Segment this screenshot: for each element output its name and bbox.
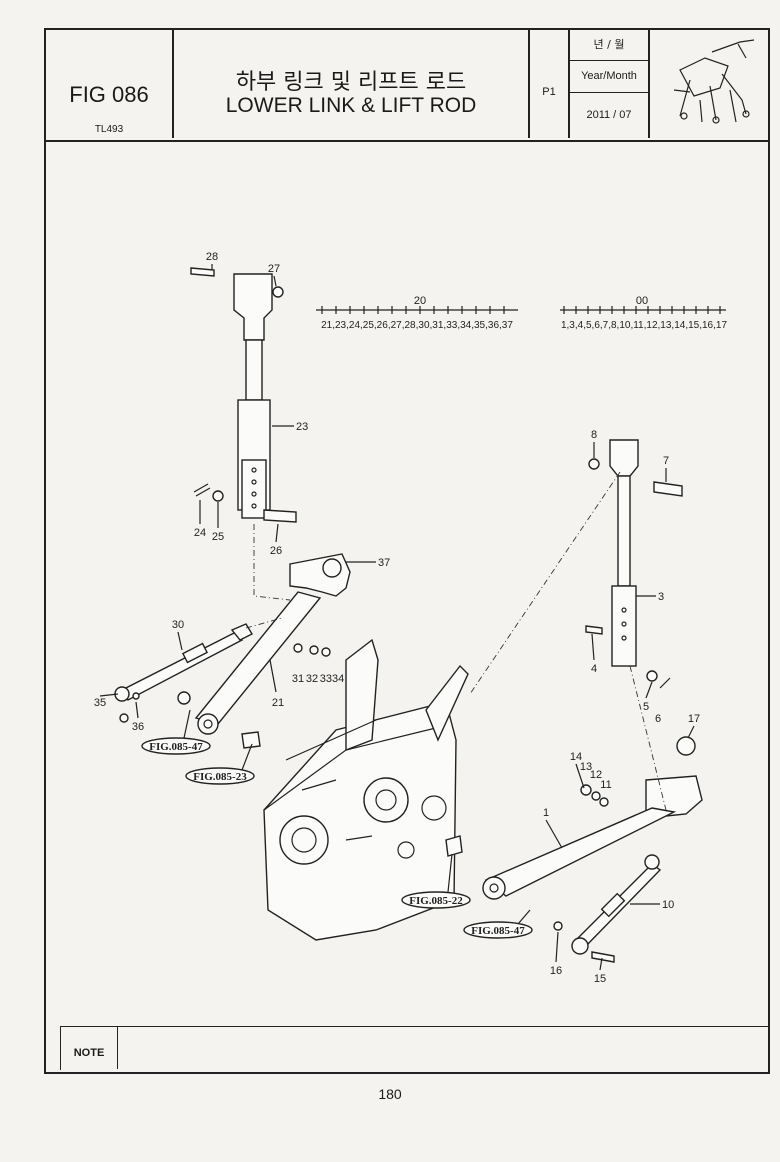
callout-23: 23 [296,421,308,433]
lift-rod-left [190,267,297,523]
figure-number: FIG 086 [69,82,149,107]
callout-7: 7 [663,455,669,467]
date-cell: 년 / 월 Year/Month 2011 / 07 [570,30,650,138]
page-code-cell: P1 [530,30,570,138]
group-members-20: 21,23,24,25,26,27,28,30,31,33,34,35,36,3… [321,320,513,331]
callout-28: 27 [268,263,280,275]
callout-32: 32 [306,673,318,685]
callout-24: 26 [270,545,282,557]
callout-3: 3 [658,591,664,603]
callout-27: 28 [206,251,218,263]
callout-14: 14 [570,751,582,763]
callout-21: 21 [272,697,284,709]
date-label-korean: 년 / 월 [570,30,648,61]
callout-leaders [99,264,695,971]
group-key-00: 00 [636,295,648,307]
callout-labels: 28 27 23 24 25 26 37 30 31 32 3334 21 35… [94,251,700,985]
callout-31: 31 [292,673,304,685]
fig-cell: FIG 086 TL493 [46,30,174,138]
group-ladder-20: 20 21,23,24,25,26,27,28,30,31,33,34,35,3… [316,295,518,331]
callout-1: 1 [543,807,549,819]
lift-rod-right [585,439,683,689]
fig-ref-085-47-left: FIG.085-47 [149,741,203,753]
callout-35: 35 [94,697,106,709]
fig-refs: FIG.085-47 FIG.085-23 FIG.085-22 FIG.085… [141,709,533,939]
model-code: TL493 [94,124,124,135]
title-korean: 하부 링크 및 리프트 로드 [235,70,467,95]
title-cell: 하부 링크 및 리프트 로드 LOWER LINK & LIFT ROD [174,30,530,138]
lower-link-right [482,775,703,900]
group-key-20: 20 [414,295,426,307]
fig-ref-085-22: FIG.085-22 [409,895,463,907]
callout-13: 13 [580,761,592,773]
callout-6: 6 [655,713,661,725]
check-chain-right [571,854,662,955]
callout-37: 37 [378,557,390,569]
drawing-frame: FIG 086 TL493 하부 링크 및 리프트 로드 LOWER LINK … [44,28,770,1074]
parts-diagram: 20 21,23,24,25,26,27,28,30,31,33,34,35,3… [46,140,768,1026]
assembly-lines [245,471,667,811]
date-value: 2011 / 07 [586,109,632,121]
title-english: LOWER LINK & LIFT ROD [225,94,477,117]
callout-11: 11 [600,779,611,791]
callout-3334: 3334 [320,673,344,685]
callout-10: 10 [662,899,674,911]
note-label: NOTE [61,1027,118,1069]
callout-17: 17 [688,713,700,725]
assembly-thumbnail-icon [673,39,755,124]
group-ladder-00: 00 1,3,4,5,6,7,8,10,11,12,13,14,15,16,17 [560,295,727,331]
thumbnail-cell [650,30,768,138]
callout-25: 25 [212,531,224,543]
callout-15: 15 [594,973,606,985]
transmission-housing [263,638,469,941]
page-number: 180 [378,1086,402,1102]
fig-ref-085-47-right: FIG.085-47 [471,925,525,937]
date-label-english: Year/Month [570,60,648,93]
note-box: NOTE [60,1026,770,1070]
callout-12: 12 [590,769,602,781]
title-block: FIG 086 TL493 하부 링크 및 리프트 로드 LOWER LINK … [46,30,768,142]
callout-16: 16 [550,965,562,977]
page-code: P1 [542,86,556,98]
group-members-00: 1,3,4,5,6,7,8,10,11,12,13,14,15,16,17 [561,320,728,331]
callout-30: 30 [172,619,184,631]
fig-ref-085-23: FIG.085-23 [193,771,247,783]
callout-36: 36 [132,721,144,733]
callout-4: 4 [591,663,597,675]
callout-8: 8 [591,429,597,441]
callout-26: 24 [194,527,206,539]
callout-5: 5 [643,701,649,713]
